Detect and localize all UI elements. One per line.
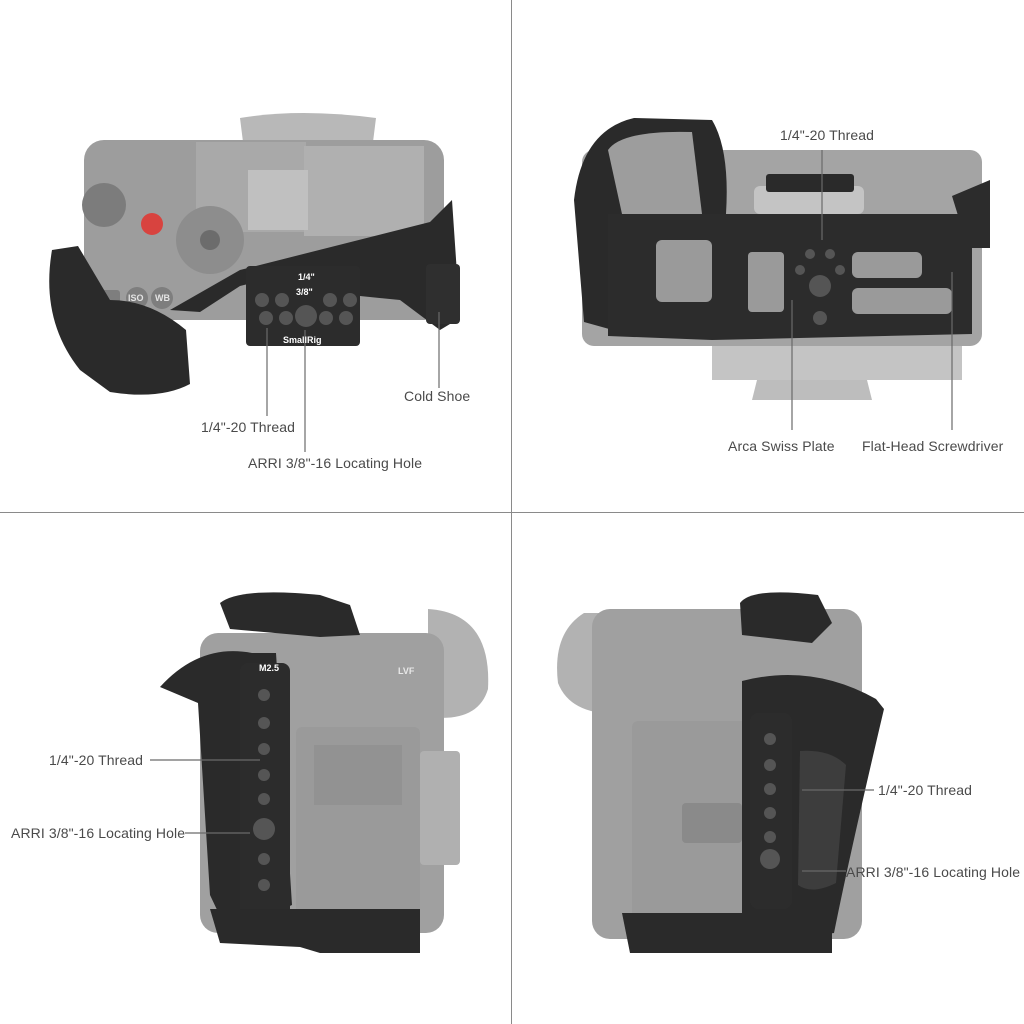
engraving-model: LVF: [398, 666, 415, 676]
label-quarter-thread: 1/4"-20 Thread: [49, 752, 144, 768]
panel-left-side-view: M2.5 LVF 1/4"-20 Thread ARRI 3/8"-16 Loc…: [0, 513, 511, 1024]
panel-right-side-view: 1/4"-20 Thread ARRI 3/8"-16 Locating Hol…: [512, 513, 1023, 1024]
label-arri-hole: ARRI 3/8"-16 Locating Hole: [846, 864, 1021, 880]
button-label-iso: ISO: [128, 293, 144, 303]
label-cold-shoe: Cold Shoe: [404, 388, 471, 404]
bottom-view-illustration: [574, 118, 990, 430]
label-quarter-thread: 1/4"-20 Thread: [878, 782, 973, 798]
label-arca-plate: Arca Swiss Plate: [728, 438, 835, 454]
label-arri-hole: ARRI 3/8"-16 Locating Hole: [248, 455, 423, 471]
engraving-screw-size: M2.5: [259, 663, 280, 673]
engraving-brand: SmallRig: [283, 335, 322, 345]
right-side-illustration: [557, 592, 884, 953]
engraving-quarter: 1/4": [298, 272, 315, 282]
label-quarter-thread: 1/4"-20 Thread: [201, 419, 296, 435]
label-screwdriver: Flat-Head Screwdriver: [862, 438, 1004, 454]
label-arri-hole: ARRI 3/8"-16 Locating Hole: [11, 825, 186, 841]
label-quarter-thread: 1/4"-20 Thread: [780, 127, 875, 143]
horizontal-divider: [0, 512, 1024, 513]
engraving-three-eighths: 3/8": [296, 287, 313, 297]
panel-top-view: 1/4" 3/8" SmallRig ISO WB Cold Shoe 1/4"…: [0, 0, 511, 511]
top-view-illustration: [49, 113, 460, 452]
button-label-wb: WB: [155, 293, 170, 303]
left-side-illustration: [150, 592, 489, 953]
panel-bottom-view: 1/4"-20 Thread Arca Swiss Plate Flat-Hea…: [512, 0, 1023, 511]
